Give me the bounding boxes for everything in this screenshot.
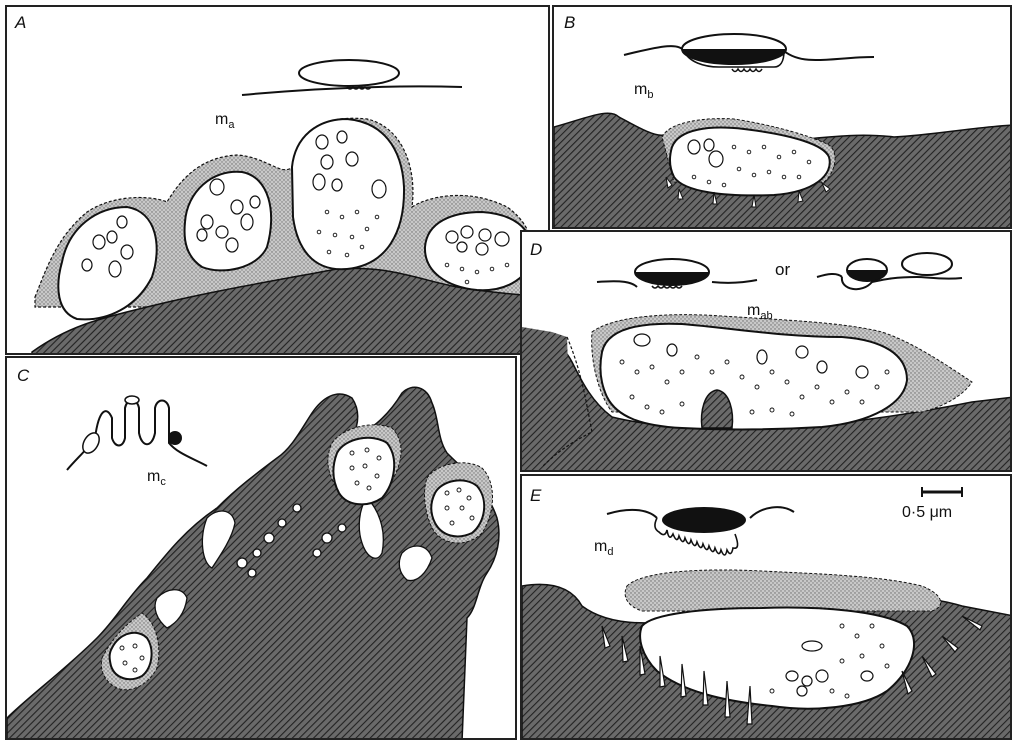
or-text: or — [775, 260, 790, 280]
panel-c-label: C — [17, 366, 29, 386]
membrane-label-ab: mab — [747, 302, 773, 322]
panel-b: B mb — [552, 5, 1012, 229]
panel-d-label: D — [530, 240, 542, 260]
panel-a-drawing — [7, 7, 550, 355]
panel-a-label: A — [15, 13, 26, 33]
membrane-label-c: mc — [147, 468, 166, 488]
panel-d: D or mab — [520, 230, 1012, 472]
panel-b-drawing — [554, 7, 1012, 229]
panel-b-label: B — [564, 13, 575, 33]
membrane-label-c-sub: c — [160, 476, 166, 488]
membrane-label-b-main: m — [634, 81, 647, 98]
membrane-label-d-sub: d — [607, 546, 613, 558]
membrane-label-c-main: m — [147, 468, 160, 485]
scale-bar-label: 0·5 μm — [902, 504, 952, 522]
panel-e: E md 0·5 μm — [520, 474, 1012, 740]
panel-a: A ma — [5, 5, 550, 355]
membrane-label-b-sub: b — [647, 89, 653, 101]
membrane-label-d-main: m — [594, 538, 607, 555]
panel-c: C mc — [5, 356, 517, 740]
membrane-label-d: md — [594, 538, 613, 558]
membrane-label-a: ma — [215, 111, 234, 131]
membrane-label-ab-sub: ab — [760, 310, 772, 322]
panel-d-drawing — [522, 232, 1012, 472]
membrane-label-b: mb — [634, 81, 653, 101]
membrane-label-a-sub: a — [228, 119, 234, 131]
membrane-label-ab-main: m — [747, 302, 760, 319]
panel-c-drawing — [7, 358, 517, 740]
panel-e-label: E — [530, 486, 541, 506]
membrane-label-a-main: m — [215, 111, 228, 128]
